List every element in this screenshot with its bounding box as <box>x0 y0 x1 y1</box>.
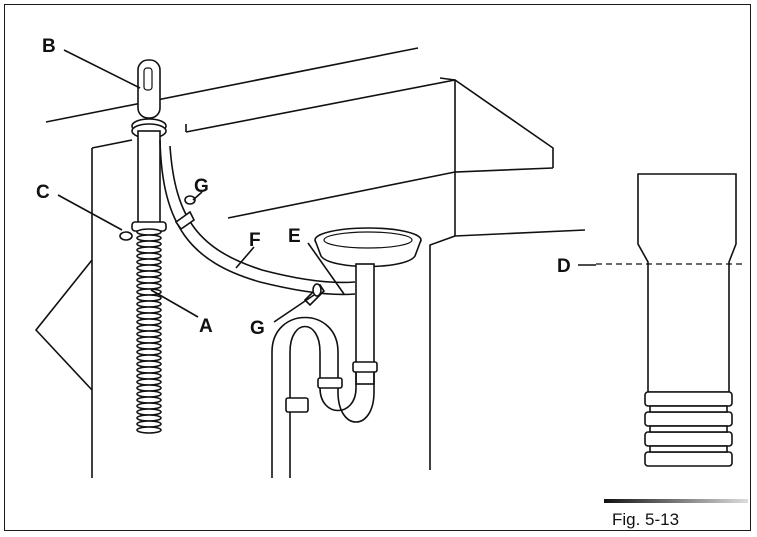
corrugation-ridge <box>136 342 162 350</box>
corrugation-ridge <box>136 318 162 326</box>
corrugation-ridge <box>136 306 162 314</box>
corrugation-ridge <box>136 246 162 254</box>
caption-bar <box>604 499 748 503</box>
corrugation-ridge <box>136 366 162 374</box>
corrugation-ridge <box>136 258 162 266</box>
corrugation-ridge <box>136 414 162 422</box>
label-b: B <box>42 36 56 57</box>
label-c: C <box>36 182 50 203</box>
label-g-lower: G <box>250 318 265 339</box>
corrugation-ridge <box>136 312 162 320</box>
hose-ring <box>644 391 733 407</box>
corrugation-ridge <box>136 294 162 302</box>
sink-bowl <box>314 227 422 385</box>
corrugation-ridge <box>136 384 162 392</box>
corrugation-ridge <box>136 264 162 272</box>
label-f: F <box>249 230 261 251</box>
corrugation-ridge <box>136 282 162 290</box>
hose-ring-gap <box>649 405 728 413</box>
corrugation-ridge <box>136 348 162 356</box>
corrugation-ridge <box>136 240 162 248</box>
leader-lines <box>57 49 596 323</box>
label-g-upper: G <box>194 176 209 197</box>
corrugation-ridge <box>136 402 162 410</box>
corrugation-ridge <box>136 354 162 362</box>
corrugation-ridge <box>136 390 162 398</box>
drain-hose <box>159 139 356 307</box>
cabinet-outline <box>34 47 586 478</box>
hose-ring <box>644 411 733 427</box>
corrugation-ridge <box>136 276 162 284</box>
corrugation-ridge <box>136 300 162 308</box>
corrugation-ridge <box>136 408 162 416</box>
corrugation-ridge <box>136 324 162 332</box>
label-e: E <box>288 226 301 247</box>
figure-caption: Fig. 5-13 <box>612 510 679 529</box>
corrugation-ridge <box>136 396 162 404</box>
corrugation-ridge <box>136 336 162 344</box>
corrugation-ridge <box>136 426 162 434</box>
corrugation-ridge <box>136 372 162 380</box>
corrugation-ridge <box>136 420 162 428</box>
hose-ring-gap <box>649 445 728 453</box>
hose-ring <box>644 451 733 467</box>
corrugation-ridge <box>136 228 162 236</box>
corrugation-ridge <box>136 360 162 368</box>
corrugation-ridge <box>136 270 162 278</box>
corrugation-ridge <box>136 378 162 386</box>
hose-end-detail <box>596 173 744 467</box>
corrugation-ridge <box>136 252 162 260</box>
trap-pipe <box>271 316 375 478</box>
corrugation-ridge <box>136 330 162 338</box>
standpipe <box>119 59 167 434</box>
label-d: D <box>557 256 571 277</box>
figure-frame <box>4 4 751 531</box>
corrugation-ridge <box>136 234 162 242</box>
label-a: A <box>199 316 213 337</box>
hose-ring <box>644 431 733 447</box>
hose-ring-gap <box>649 425 728 433</box>
